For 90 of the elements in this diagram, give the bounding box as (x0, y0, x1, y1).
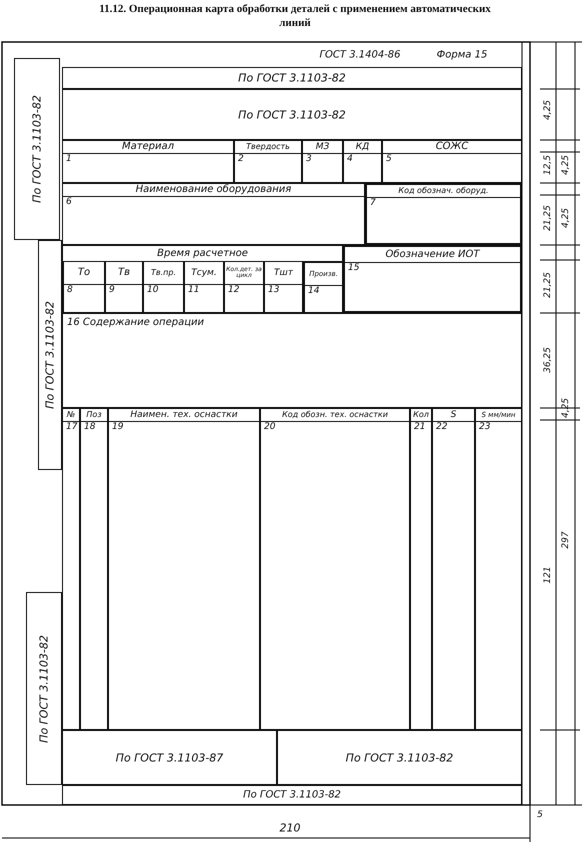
dimension-value: 121 (543, 566, 553, 584)
column-heading: Материал (63, 141, 233, 154)
form-cell (62, 89, 522, 140)
form-cell (343, 245, 522, 313)
form-cell (62, 408, 80, 730)
field-number: 8 (67, 285, 73, 295)
dimension-value: 4,25 (561, 154, 571, 176)
form-cell (260, 408, 410, 730)
field-number: 14 (308, 286, 320, 296)
form-cell (62, 730, 277, 785)
group-heading: Время расчетное (63, 246, 342, 262)
vertical-label: По ГОСТ 3.1103-82 (38, 634, 50, 742)
column-heading: Тсум. (185, 262, 223, 285)
column-heading: S (433, 409, 474, 422)
field-number: 17 (66, 422, 78, 432)
dimension-value: 210 (280, 822, 300, 834)
form-cell (62, 140, 234, 183)
column-heading: Наименование оборудования (63, 184, 364, 197)
field-number: 23 (479, 422, 490, 432)
column-heading: Тв (106, 262, 142, 285)
form-cell (62, 245, 343, 313)
side-panel (38, 240, 62, 470)
column-heading: МЗ (303, 141, 342, 154)
side-panel (26, 592, 62, 785)
field-number: 7 (370, 198, 376, 208)
field-number: 19 (112, 422, 124, 432)
form-header-text: ГОСТ 3.1404-86 (319, 50, 401, 60)
form-cell (343, 140, 382, 183)
column-heading: Код обознач. оборуд. (367, 185, 520, 198)
form-cell (410, 408, 432, 730)
vertical-label: По ГОСТ 3.1103-82 (30, 95, 44, 203)
field-number: 4 (347, 154, 353, 164)
field-number: 10 (147, 285, 158, 295)
title: 11.12. Операционная карта обработки деталей с применением автоматических линий (98, 2, 492, 30)
form-field-label: По ГОСТ 3.1103-82 (242, 790, 342, 800)
form-cell (432, 408, 475, 730)
form-cell (234, 140, 302, 183)
form-cell (62, 67, 522, 89)
side-panel (14, 58, 60, 240)
field-number: 20 (264, 422, 276, 432)
field-number: 18 (84, 422, 96, 432)
field-number: 6 (66, 197, 72, 207)
column-heading: Поз (81, 409, 107, 422)
dimension-value: 21,25 (543, 205, 553, 231)
dimension-value: 5 (537, 810, 543, 820)
form-cell (62, 785, 522, 805)
form-field-label: По ГОСТ 3.1103-82 (344, 751, 454, 764)
form-cell (382, 140, 522, 183)
column-heading: № (63, 409, 79, 422)
field-number: 5 (386, 154, 392, 164)
form-cell (277, 730, 522, 785)
form-cell (475, 408, 522, 730)
field-label: 16 Содержание операции (67, 317, 204, 328)
column-heading: Твердость (235, 141, 301, 154)
column-heading: Обозначение ИОТ (345, 247, 520, 263)
field-number: 12 (228, 285, 240, 295)
field-number: 11 (188, 285, 200, 295)
form-cell (80, 408, 108, 730)
field-number: 13 (268, 285, 280, 295)
field-number: 21 (414, 422, 426, 432)
field-number: 3 (306, 154, 312, 164)
form-field-label: По ГОСТ 3.1103-87 (114, 751, 224, 764)
field-number: 1 (66, 154, 72, 164)
dimension-value: 36,25 (543, 347, 553, 373)
form-header-text: Форма 15 (436, 50, 488, 60)
form-cell (108, 408, 260, 730)
column-heading: СОЖС (383, 141, 521, 154)
column-heading: То (64, 262, 104, 285)
field-number: 22 (436, 422, 448, 432)
column-heading: Наимен. тех. оснастки (109, 409, 259, 422)
form-field-label: По ГОСТ 3.1103-82 (237, 108, 347, 121)
column-heading: Тшт (265, 262, 302, 285)
vertical-label: По ГОСТ 3.1103-82 (44, 301, 56, 409)
dimension-value: 4,25 (561, 208, 571, 228)
field-number: 2 (238, 154, 244, 164)
column-heading: Код обозн. тех. оснастки (261, 409, 409, 422)
column-heading: Кол (411, 409, 431, 422)
form-field-label: По ГОСТ 3.1103-82 (237, 72, 347, 84)
column-heading: КД (344, 141, 381, 154)
form-cell (365, 183, 522, 245)
form-cell (62, 313, 522, 408)
dimension-value: 12,5 (543, 154, 553, 176)
form-cell (62, 183, 365, 245)
dimension-value: 4,25 (543, 100, 553, 120)
field-number: 15 (348, 263, 360, 273)
column-heading: Тв.пр. (144, 262, 183, 285)
dimension-value: 21,25 (543, 272, 553, 298)
form-cell (302, 140, 343, 183)
dimension-value: 297 (561, 531, 571, 549)
field-number: 9 (109, 285, 115, 295)
